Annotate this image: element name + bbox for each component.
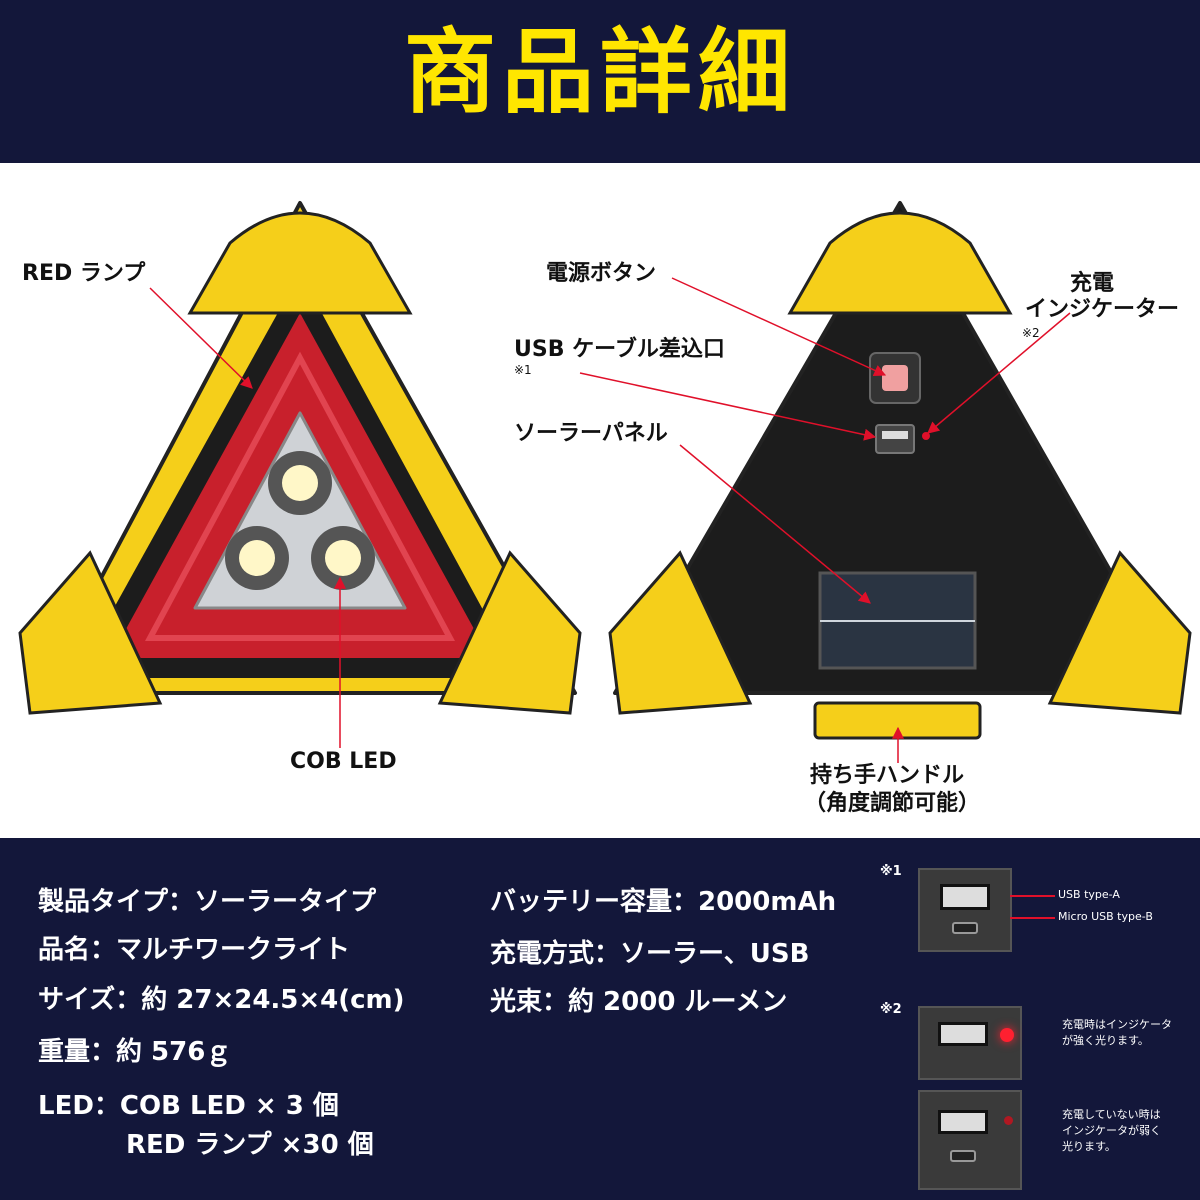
product-illustration [18,201,1192,763]
spec-product-type: 製品タイプ：ソーラータイプ [38,887,377,917]
note-usb-port: ※1 [514,363,532,377]
inset-mark-2: ※2 [880,1002,902,1017]
label-handle-1: 持ち手ハンドル [810,763,965,788]
spec-charging: 充電方式：ソーラー、USB [490,939,810,969]
label-cob-led: COB LED [290,749,397,774]
spec-led-red-lamp: RED ランプ ×30 個 [126,1130,374,1160]
spec-size: サイズ：約 27×24.5×4(cm) [38,985,405,1015]
indicator-off-closeup [918,1090,1022,1190]
label-not-charging-2: インジケータが弱く [1062,1124,1161,1137]
spec-product-name: 品名：マルチワークライト [38,935,351,965]
label-handle-2: （角度調節可能） [804,791,981,816]
label-red-lamp: RED ランプ [22,261,146,286]
callout-line-usb-port [579,372,877,441]
label-usb-port: USB ケーブル差込口 [514,337,725,362]
page-title: 商品詳細 [403,19,796,126]
usb-port-closeup [918,868,1012,952]
callout-line-red-lamp [149,287,253,389]
label-power-button: 電源ボタン [546,261,657,286]
label-charge-indicator-1: 充電 [1070,271,1115,296]
spec-battery: バッテリー容量：2000mAh [490,887,837,917]
label-charging-1: 充電時はインジケータ [1062,1018,1172,1031]
indicator-on-closeup [918,1006,1022,1080]
label-not-charging-3: 光ります。 [1062,1140,1116,1153]
header-banner: 商品詳細 [0,0,1200,163]
label-charge-indicator-2: インジケーター [1025,297,1180,322]
note-charge-indicator: ※2 [1022,326,1040,340]
product-photo-area: RED ランプ COB LED 電源ボタン 充電 インジケーター ※2 USB … [0,163,1200,838]
back-view-light [608,201,1192,740]
callout-line-solar-panel [679,444,871,604]
spec-lumen: 光束：約 2000 ルーメン [490,987,788,1017]
spec-led: LED：COB LED × 3 個 [38,1091,339,1121]
label-micro-usb: Micro USB type-B [1058,910,1153,923]
callout-line-power-button [671,277,887,376]
front-view-light [18,201,582,715]
label-not-charging-1: 充電していない時は [1062,1108,1161,1121]
callout-line-indicator [927,312,1071,434]
specs-panel: 製品タイプ：ソーラータイプ 品名：マルチワークライト サイズ：約 27×24.5… [0,838,1200,1200]
label-usb-type-a: USB type-A [1058,888,1120,901]
inset1-arrows [1010,895,1055,919]
label-solar-panel: ソーラーパネル [514,421,668,446]
inset-mark-1: ※1 [880,864,902,879]
label-charging-2: が強く光ります。 [1062,1034,1149,1047]
spec-weight: 重量：約 576ｇ [38,1037,232,1067]
